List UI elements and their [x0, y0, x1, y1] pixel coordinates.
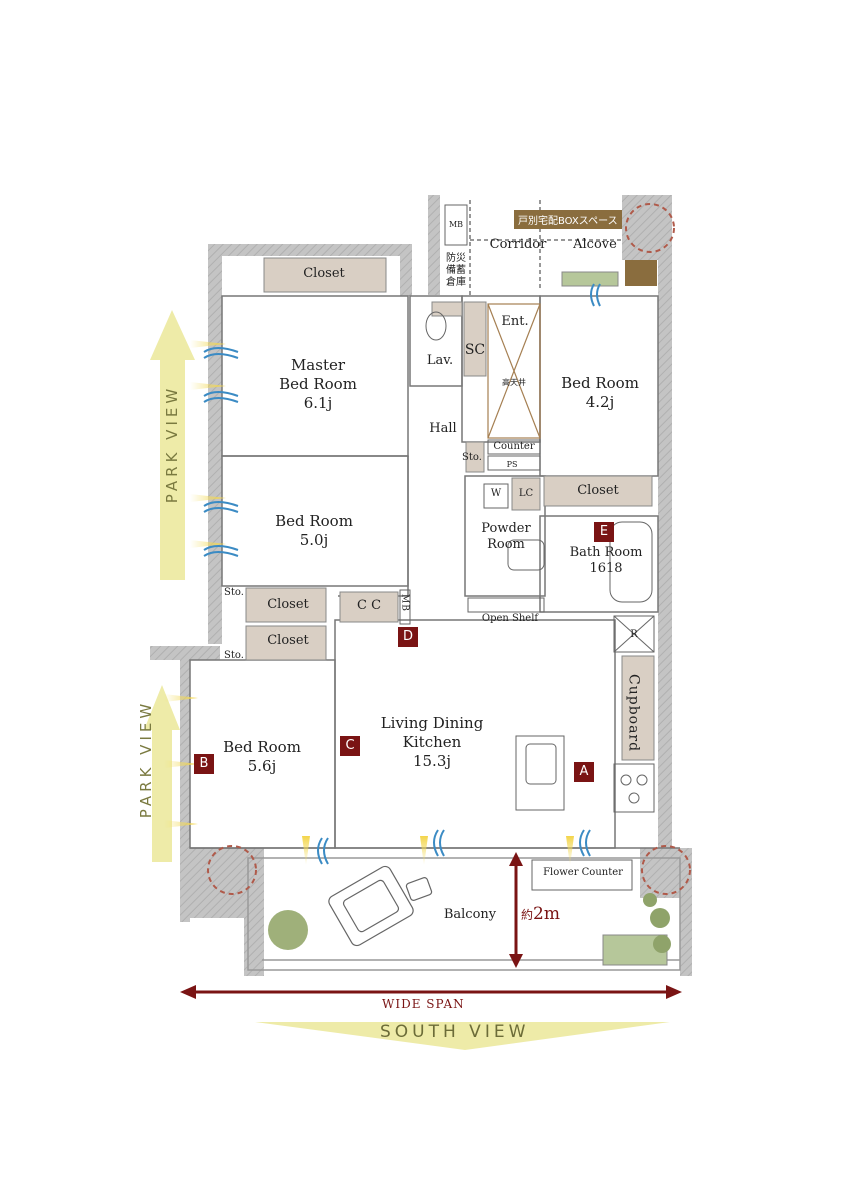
sto-label-1: Sto. [224, 587, 244, 598]
mb-label-side: MB [399, 594, 410, 612]
bathroom-size: 1618 [589, 561, 623, 577]
ldk-size: 15.3j [412, 751, 452, 770]
bedroom-right-size: 4.2j [585, 392, 615, 411]
park-view-label-upper: PARK VIEW [163, 384, 181, 504]
bedroom-left-label: Bed Room 5.6j [212, 738, 312, 776]
bedroom-left-name: Bed Room [223, 738, 301, 756]
bedroom-middle-size: 5.0j [299, 530, 329, 549]
balcony-label: Balcony [443, 907, 497, 922]
delivery-box-badge: 戸別宅配BOXスペース [514, 210, 622, 229]
light-indicators [164, 340, 574, 866]
fixtures [399, 204, 655, 891]
closet-label-right: Closet [577, 483, 619, 498]
lc-label: LC [518, 488, 534, 499]
ldk-label: Living Dining Kitchen 15.3j [362, 714, 502, 770]
open-shelf-label: Open Shelf [481, 613, 539, 624]
corridor-label: Corridor [489, 237, 547, 252]
balcony-depth-prefix: 約 [521, 908, 534, 922]
bedroom-middle-label: Bed Room 5.0j [264, 512, 364, 550]
south-view-label: SOUTH VIEW [380, 1022, 530, 1042]
disaster-storage-line-3: 倉庫 [446, 277, 466, 288]
master-bedroom-name-1: Master [290, 356, 346, 374]
sto-label-3: Sto. [462, 452, 482, 463]
ps-label: PS [506, 460, 518, 469]
balcony-depth-label: 約2m [521, 904, 560, 924]
high-ceiling-label: 高天井 [502, 378, 526, 387]
counter-label: Counter [493, 441, 535, 452]
view-arrows [144, 310, 670, 1050]
park-view-label-lower: PARK VIEW [137, 699, 155, 819]
hall-label: Hall [429, 421, 457, 436]
cupboard-label: Cupboard [625, 674, 642, 753]
closet-label-mid: Closet [267, 597, 309, 612]
mb-label-top: MB [448, 220, 464, 229]
bathroom-name: Bath Room [569, 545, 643, 560]
closet-label-low: Closet [267, 633, 309, 648]
marker-b: B [194, 754, 214, 774]
marker-a: A [574, 762, 594, 782]
south-view-arrow [255, 1022, 670, 1050]
park-view-arrow-lower [144, 685, 180, 862]
park-view-arrow-upper [150, 310, 195, 580]
sc-label: SC [464, 342, 486, 358]
columns [207, 203, 691, 895]
marker-c: C [340, 736, 360, 756]
refrigerator-label: R [630, 629, 638, 640]
w-label: W [490, 488, 502, 499]
bedroom-right-name: Bed Room [561, 374, 639, 392]
balcony-furniture [328, 865, 433, 947]
cc-label: C C [356, 598, 382, 613]
marker-d: D [398, 627, 418, 647]
master-bedroom-size: 6.1j [303, 393, 333, 412]
ldk-name-1: Living Dining [380, 714, 484, 732]
bedroom-middle-name: Bed Room [275, 512, 353, 530]
bedroom-left-size: 5.6j [247, 756, 277, 775]
disaster-storage-label: 防災 備蓄 倉庫 [441, 253, 471, 289]
wide-span-label: WIDE SPAN [382, 997, 465, 1011]
bathroom-label: Bath Room 1618 [556, 545, 656, 578]
bedroom-right-label: Bed Room 4.2j [550, 374, 650, 412]
balcony-depth-value: 2m [533, 904, 560, 924]
plants [268, 893, 671, 953]
powder-room-name-1: Powder [481, 521, 531, 536]
dimension-arrows [180, 852, 682, 999]
marker-e: E [594, 522, 614, 542]
lavatory-label: Lav. [426, 353, 454, 368]
powder-room-name-2: Room [487, 537, 525, 553]
powder-room-label: Powder Room [466, 521, 546, 554]
sto-label-2: Sto. [224, 650, 244, 661]
disaster-storage-line-1: 防災 [446, 253, 466, 264]
disaster-storage-line-2: 備蓄 [446, 265, 466, 276]
alcove-label: Alcove [573, 237, 617, 252]
ldk-name-2: Kitchen [402, 732, 462, 751]
high-ceiling-mark [487, 303, 541, 439]
entrance-label: Ent. [501, 314, 529, 329]
flower-counter-label: Flower Counter [543, 867, 623, 878]
master-bedroom-label: Master Bed Room 6.1j [268, 356, 368, 412]
closet-label-top: Closet [303, 266, 345, 281]
master-bedroom-name-2: Bed Room [279, 374, 357, 393]
wind-indicators [203, 283, 601, 865]
